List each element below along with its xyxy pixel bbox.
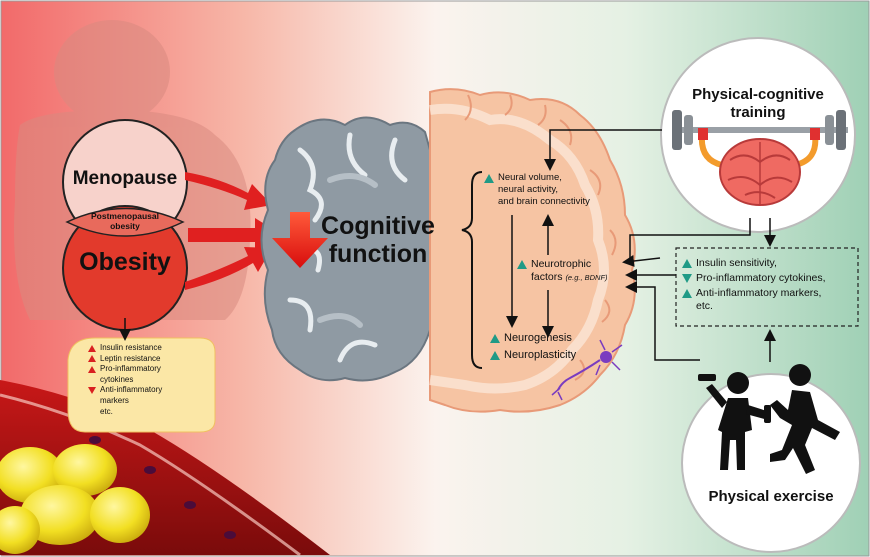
postmenopausal-overlap xyxy=(65,207,185,237)
exercise-circle xyxy=(681,373,861,553)
risk-item-insulin: Insulin resistance xyxy=(88,343,218,354)
neurogenesis-item: Neurogenesis xyxy=(490,332,572,344)
increase-arrow-icon xyxy=(517,260,527,269)
cognitive-function-title: Cognitive function xyxy=(321,212,435,268)
menopause-label: Menopause xyxy=(72,168,178,189)
training-circle xyxy=(660,37,856,233)
risk-item-proinflammatory: Pro-inflammatory xyxy=(88,364,218,375)
markers-list: Insulin sensitivity, Pro-inflammatory cy… xyxy=(682,256,826,312)
physical-exercise-label: Physical exercise xyxy=(708,488,834,505)
neuron-icon xyxy=(551,339,623,401)
marker-antiinflammatory: Anti-inflammatory markers, xyxy=(682,286,826,301)
increase-arrow-icon xyxy=(88,355,96,363)
decrease-arrow-icon xyxy=(682,274,692,283)
risk-item-etc: etc. xyxy=(100,406,113,416)
increase-arrow-icon xyxy=(682,259,692,268)
increase-arrow-icon xyxy=(88,365,96,373)
gray-brain-slice xyxy=(260,116,431,382)
risk-item-markers: markers xyxy=(100,395,129,405)
exercise-figures-icon xyxy=(698,364,840,474)
risk-factor-list: Insulin resistance Leptin resistance Pro… xyxy=(88,343,218,417)
increase-arrow-icon xyxy=(484,173,494,183)
neuroplasticity-item: Neuroplasticity xyxy=(490,349,576,361)
neurotrophic-item: Neurotrophic factors (e.g., BDNF) xyxy=(517,258,608,284)
barbell-brain-icon xyxy=(672,110,848,206)
marker-insulin-sensitivity: Insulin sensitivity, xyxy=(682,256,826,271)
increase-arrow-icon xyxy=(490,350,500,360)
right-connector-arrows xyxy=(544,129,776,362)
increase-arrow-icon xyxy=(88,344,96,352)
red-input-arrows xyxy=(185,172,282,290)
marker-proinflammatory: Pro-inflammatory cytokines, xyxy=(682,271,826,286)
risk-factor-box xyxy=(67,337,216,433)
pink-brain-half xyxy=(429,88,636,413)
internal-arrows xyxy=(506,214,554,338)
marker-etc: etc. xyxy=(696,300,713,312)
risk-item-leptin: Leptin resistance xyxy=(88,354,218,365)
bdnf-example: (e.g., BDNF) xyxy=(565,273,608,282)
increase-arrow-icon xyxy=(490,333,500,343)
neural-volume-item: Neural volume, neural activity, and brai… xyxy=(484,172,590,208)
cognitive-decline-arrow xyxy=(272,212,328,268)
decrease-arrow-icon xyxy=(88,387,96,395)
training-label: Physical-cognitive training xyxy=(692,86,824,121)
increase-arrow-icon xyxy=(682,289,692,298)
risk-item-cytokines: cytokines xyxy=(100,374,134,384)
markers-dashed-box xyxy=(675,247,859,327)
fat-cells-illustration xyxy=(0,444,150,554)
obesity-label: Obesity xyxy=(79,248,171,276)
postmenopausal-obesity-label: Postmenopausal obesity xyxy=(90,211,160,231)
brace xyxy=(461,171,483,369)
risk-item-antiinflammatory: Anti-inflammatory xyxy=(88,385,218,396)
